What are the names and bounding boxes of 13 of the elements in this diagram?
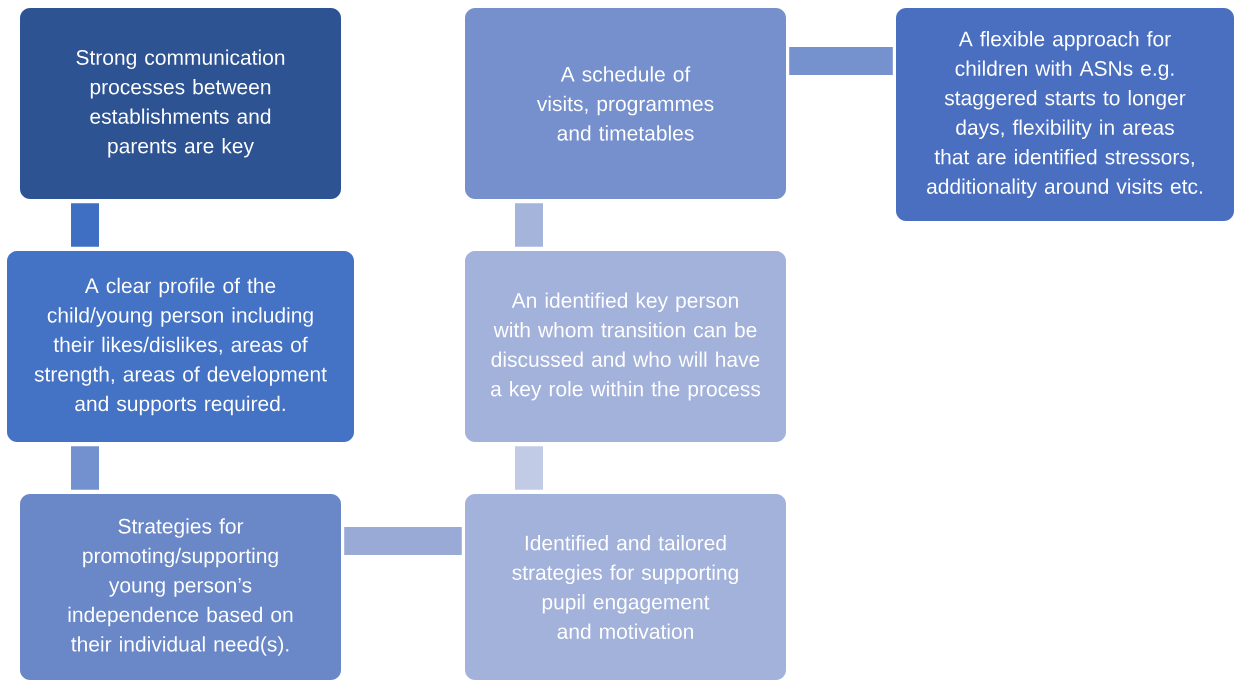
connector-bar (515, 446, 543, 490)
connector-bar (344, 527, 462, 555)
connector-bar (789, 47, 893, 75)
process-box: A clear profile of the child/young person including their likes/dislikes, areas of strength, areas of development and supports required. (7, 251, 354, 442)
process-box: An identified key person with whom transition can be discussed and who will have a key role within the process (465, 251, 786, 442)
process-box: Identified and tailored strategies for supporting pupil engagement and motivation (465, 494, 786, 680)
process-box: Strong communication processes between establishments and parents are key (20, 8, 341, 199)
process-box: A flexible approach for children with ASNs e.g. staggered starts to longer days, flexibility in areas that are identified stressors, additionality around visits etc. (896, 8, 1234, 221)
connector-bar (71, 203, 99, 247)
process-box: Strategies for promoting/supporting young person’s independence based on their individual need(s). (20, 494, 341, 680)
process-box: A schedule of visits, programmes and timetables (465, 8, 786, 199)
connector-bar (71, 446, 99, 490)
connector-bar (515, 203, 543, 247)
